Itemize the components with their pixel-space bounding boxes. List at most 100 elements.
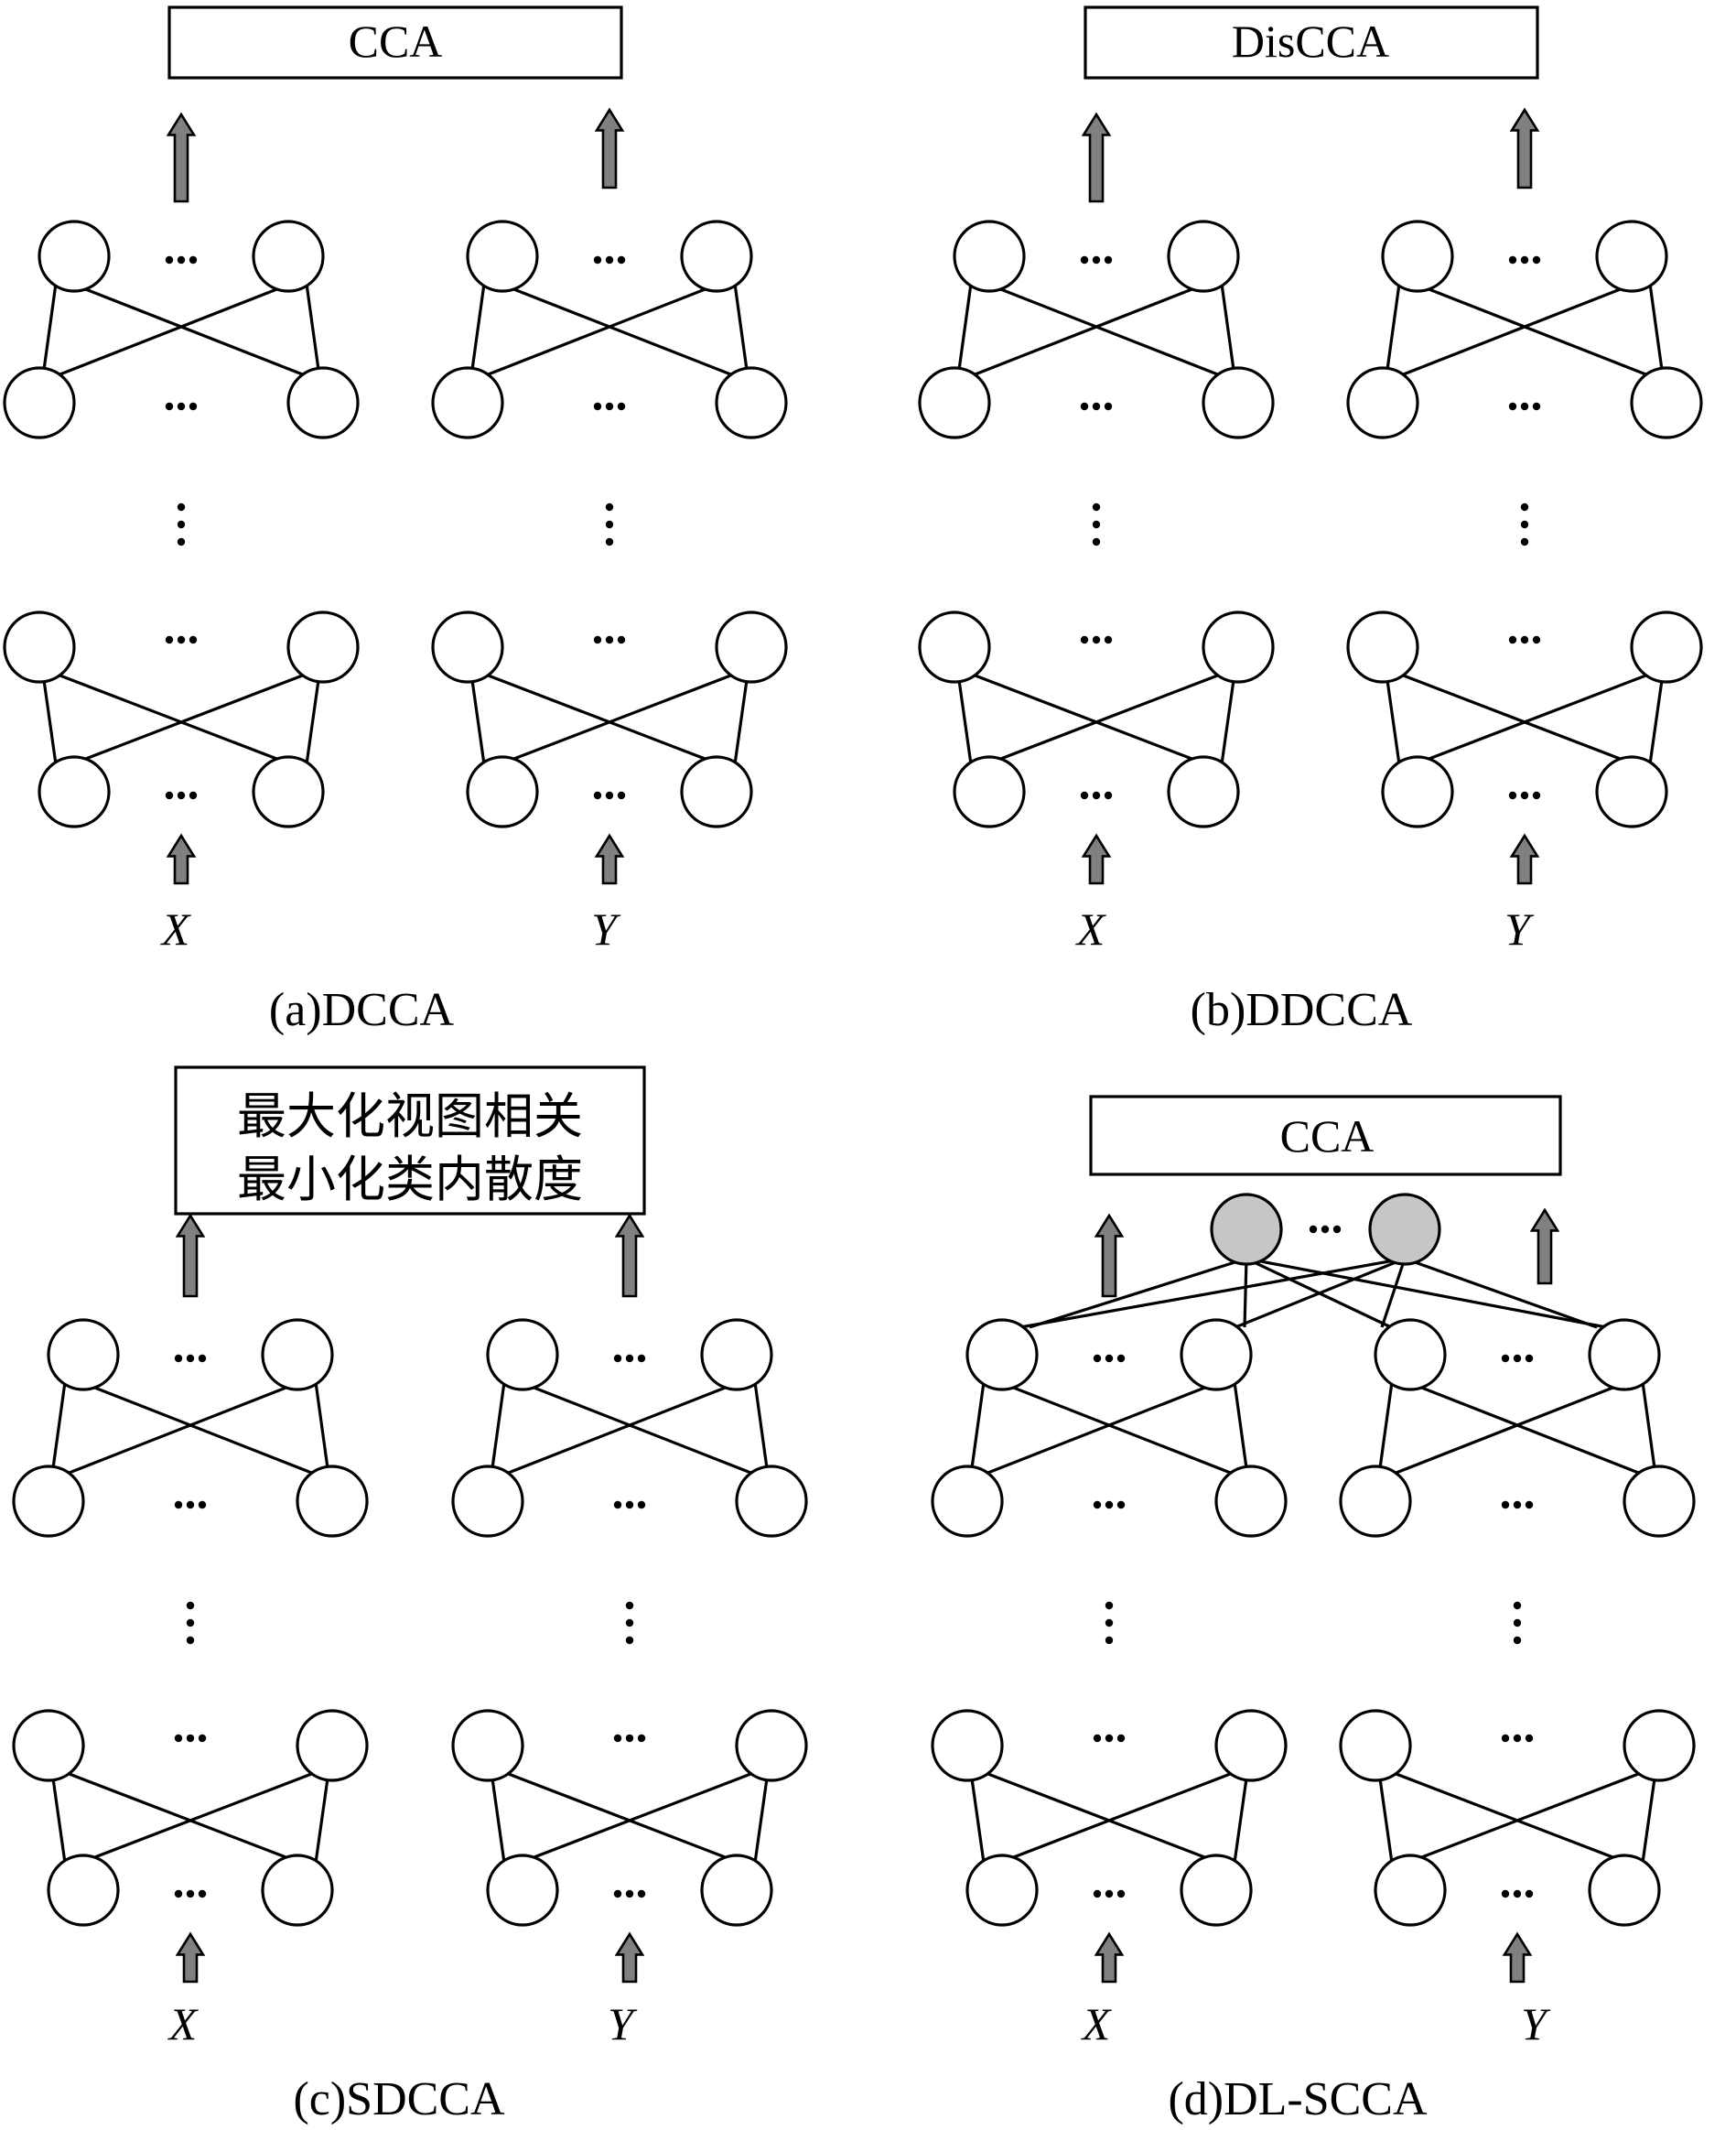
panel-c-network-x bbox=[12, 1318, 369, 1984]
neuron-node bbox=[466, 220, 539, 293]
edge bbox=[1010, 1771, 1234, 1860]
dot bbox=[1080, 791, 1089, 800]
neuron-node bbox=[1339, 1709, 1412, 1782]
panel-a-input-x: X bbox=[160, 903, 192, 955]
edge bbox=[1378, 1381, 1394, 1469]
panel-c-arrow-left bbox=[175, 1213, 206, 1298]
neuron-node bbox=[1339, 1465, 1412, 1538]
dot bbox=[174, 1500, 183, 1509]
edge bbox=[305, 283, 320, 371]
dot bbox=[593, 255, 602, 265]
shared-edge bbox=[1245, 1257, 1392, 1329]
ellipsis-dots bbox=[165, 255, 198, 265]
edge bbox=[1641, 1778, 1656, 1864]
dot bbox=[605, 402, 614, 411]
dot bbox=[1532, 635, 1541, 644]
edge bbox=[42, 679, 58, 765]
dot bbox=[1513, 1601, 1522, 1610]
edge bbox=[1418, 1385, 1642, 1476]
dot bbox=[1520, 537, 1529, 546]
panel-d-shared-layer bbox=[1019, 1193, 1607, 1329]
dot bbox=[1105, 1889, 1114, 1898]
neuron-node bbox=[1381, 220, 1454, 293]
dot bbox=[1092, 402, 1101, 411]
edge bbox=[733, 283, 749, 371]
panel-d-arrow-right bbox=[1529, 1207, 1560, 1285]
neuron-node bbox=[1595, 220, 1668, 293]
dot bbox=[165, 635, 174, 644]
neuron-node bbox=[1623, 1709, 1696, 1782]
panel-d-box-label: CCA bbox=[1280, 1110, 1375, 1162]
dot bbox=[165, 791, 174, 800]
panel-a-arrow-right bbox=[594, 107, 625, 189]
dot bbox=[177, 635, 186, 644]
input-arrow bbox=[1502, 1931, 1533, 1984]
ellipsis-dots bbox=[1501, 1734, 1534, 1743]
dot bbox=[1321, 1225, 1330, 1234]
panel-d-caption: (d)DL-SCCA bbox=[1168, 2073, 1428, 2125]
dot bbox=[1080, 255, 1089, 265]
edge bbox=[1400, 287, 1623, 377]
dot bbox=[165, 402, 174, 411]
dot bbox=[1080, 635, 1089, 644]
panel-d-network-y bbox=[1339, 1318, 1696, 1984]
neuron-node bbox=[953, 220, 1026, 293]
ellipsis-dots bbox=[613, 1354, 646, 1363]
ellipsis-dots bbox=[1501, 1354, 1534, 1363]
bottom-layers bbox=[12, 1709, 369, 1927]
dot bbox=[189, 402, 198, 411]
neuron-node bbox=[1374, 1318, 1447, 1391]
edge bbox=[970, 1778, 986, 1864]
dot bbox=[593, 402, 602, 411]
edge bbox=[314, 1381, 329, 1469]
dot bbox=[1332, 1225, 1342, 1234]
panel-c-objective-box bbox=[174, 1065, 646, 1216]
dot bbox=[174, 1354, 183, 1363]
edge bbox=[470, 283, 486, 371]
ellipsis-dots bbox=[1501, 1500, 1534, 1509]
layer-ellipsis bbox=[1520, 503, 1529, 546]
dot bbox=[186, 1889, 195, 1898]
dot bbox=[617, 635, 626, 644]
dot bbox=[1508, 402, 1517, 411]
ellipsis-dots bbox=[1080, 635, 1113, 644]
panel-d-network-x bbox=[931, 1318, 1288, 1984]
input-arrow bbox=[1081, 833, 1112, 885]
dot bbox=[593, 791, 602, 800]
ellipsis-dots bbox=[1093, 1889, 1126, 1898]
ellipsis-dots bbox=[613, 1734, 646, 1743]
dot bbox=[625, 1601, 634, 1610]
neuron-node bbox=[1180, 1318, 1253, 1391]
edge bbox=[985, 1771, 1208, 1860]
dot bbox=[625, 1500, 634, 1509]
dot bbox=[1513, 1734, 1522, 1743]
dot bbox=[625, 1354, 634, 1363]
edge bbox=[972, 673, 1195, 762]
dot bbox=[1092, 255, 1101, 265]
dot bbox=[1092, 537, 1101, 546]
ellipsis-dots bbox=[1508, 791, 1541, 800]
ellipsis-dots bbox=[165, 791, 198, 800]
dot bbox=[1532, 791, 1541, 800]
dot bbox=[605, 520, 614, 529]
dot bbox=[198, 1500, 207, 1509]
top-layers bbox=[918, 220, 1275, 439]
dot bbox=[1092, 520, 1101, 529]
dot bbox=[186, 1636, 195, 1645]
edge bbox=[531, 1385, 754, 1476]
panel-b-arrow-right bbox=[1509, 107, 1540, 189]
neuron-node bbox=[918, 611, 991, 684]
panel-a-network-y bbox=[431, 220, 788, 885]
ellipsis-dots bbox=[1093, 1500, 1126, 1509]
input-arrow bbox=[175, 1931, 206, 1984]
edge bbox=[997, 673, 1221, 762]
neuron-node bbox=[1167, 220, 1240, 293]
dot bbox=[177, 791, 186, 800]
edge bbox=[505, 1771, 728, 1860]
neuron-node bbox=[1630, 611, 1703, 684]
edge bbox=[753, 1778, 769, 1864]
panel-c-arrow-right bbox=[614, 1213, 645, 1298]
neuron-node bbox=[451, 1465, 524, 1538]
dot bbox=[1532, 402, 1541, 411]
